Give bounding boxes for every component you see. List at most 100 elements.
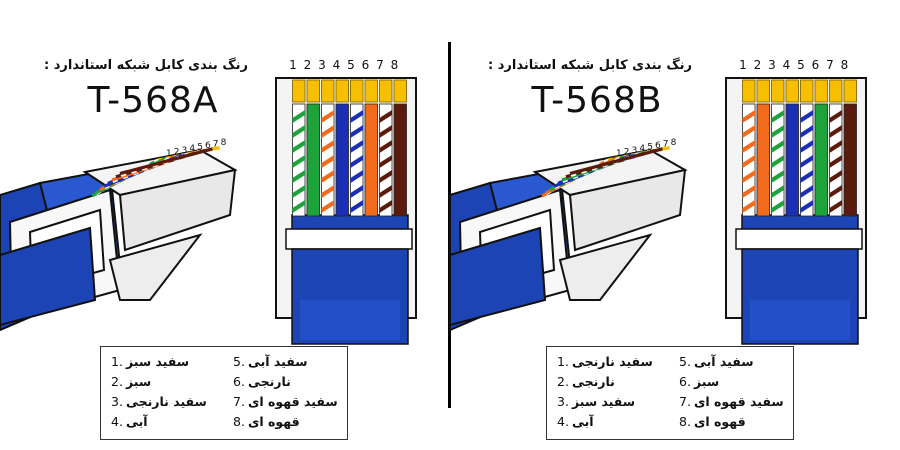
legend-label: سفید قهوه ای (693, 394, 784, 409)
gold-contact (306, 79, 320, 103)
legend-number: 3. (111, 394, 123, 409)
legend-item-4: 4.آبی (557, 413, 675, 431)
legend-label: سفید قهوه ای (247, 394, 338, 409)
wire-stripe (742, 200, 755, 213)
wire-blue (785, 103, 799, 217)
legend-item-2: 2.نارنجی (557, 373, 675, 391)
pin-number: 5 (647, 143, 653, 153)
wire-stripe (292, 200, 305, 213)
wire-stripe (350, 200, 363, 213)
gold-contact (662, 146, 670, 151)
legend-number: 1. (557, 354, 569, 369)
legend-label: قهوه ای (693, 414, 746, 429)
wire-brown (393, 103, 407, 217)
legend-number: 7. (679, 394, 691, 409)
wire-stripe (379, 140, 392, 153)
wire-stripe (742, 125, 755, 138)
gold-contact (364, 79, 378, 103)
pin-number: 7 (826, 58, 834, 72)
wire-stripe (771, 125, 784, 138)
legend-number: 6. (233, 374, 245, 389)
pin-number: 6 (655, 141, 661, 151)
legend-item-3: 3.سفید سبز (557, 393, 675, 411)
wire-stripe (829, 140, 842, 153)
wire-stripe (292, 110, 305, 123)
legend-label: سفید نارنجی (125, 394, 207, 409)
wire-stripe (321, 185, 334, 198)
pin-number: 5 (797, 58, 805, 72)
color-legend: 1.سفید نارنجی 2.نارنجی 3.سفید سبز 4.آبی … (546, 346, 794, 440)
legend-label: سبز (693, 374, 720, 389)
gold-contact (800, 79, 814, 103)
wire-brown (119, 147, 214, 176)
wire-stripe (292, 185, 305, 198)
wire-orange (756, 103, 770, 217)
legend-label: آبی (125, 414, 148, 429)
front-plug (275, 77, 417, 345)
pin-number: 5 (347, 58, 355, 72)
wire-stripe (829, 185, 842, 198)
gold-contact (212, 146, 220, 151)
wire-stripe (742, 110, 755, 123)
pin-number: 8 (840, 58, 849, 72)
wire-stripe (829, 125, 842, 138)
legend-number: 7. (233, 394, 245, 409)
wire-stripe (350, 140, 363, 153)
legend-number: 3. (557, 394, 569, 409)
legend-label: سفید سبز (125, 354, 190, 369)
legend-item-7: 7.سفید قهوه ای (679, 393, 797, 411)
legend-item-1: 1.سفید سبز (111, 353, 229, 371)
wire-stripe (321, 140, 334, 153)
wire-stripe (379, 125, 392, 138)
wire-stripe (771, 155, 784, 168)
legend-label: سفید نارنجی (571, 354, 653, 369)
standard-title: T-568B (531, 80, 663, 121)
wire-stripe (379, 155, 392, 168)
wire-stripe (350, 110, 363, 123)
pin-number: 2 (303, 58, 312, 72)
pin-number: 1 (166, 149, 172, 159)
gold-contact (742, 79, 756, 103)
wire-stripe (771, 200, 784, 213)
gold-contact (292, 79, 306, 103)
wire-green (306, 103, 320, 217)
legend-label: قهوه ای (247, 414, 300, 429)
legend-item-1: 1.سفید نارنجی (557, 353, 675, 371)
wire-stripe (292, 125, 305, 138)
wire-orange (364, 103, 378, 217)
wire-stripe (350, 170, 363, 183)
legend-item-2: 2.سبز (111, 373, 229, 391)
pin-number: 3 (632, 146, 638, 156)
legend-number: 2. (557, 374, 569, 389)
wire-brown (843, 103, 857, 217)
wire-stripe (829, 155, 842, 168)
wire-blue (335, 103, 349, 217)
wire-stripe (829, 200, 842, 213)
wire-stripe (350, 185, 363, 198)
gold-contact (321, 79, 335, 103)
gold-contact (379, 79, 393, 103)
legend-number: 6. (679, 374, 691, 389)
pin-number: 4 (332, 58, 341, 72)
legend-item-5: 5.سفید آبی (233, 353, 351, 371)
wire-stripe (742, 155, 755, 168)
wire-green (814, 103, 828, 217)
pin-number: 1 (739, 58, 747, 72)
gold-contact (785, 79, 799, 103)
legend-item-8: 8.قهوه ای (679, 413, 797, 431)
gold-contact (843, 79, 857, 103)
wire-stripe (379, 185, 392, 198)
wire-stripe (350, 155, 363, 168)
legend-number: 2. (111, 374, 123, 389)
pin-number: 8 (671, 138, 677, 148)
pin-number: 6 (205, 141, 211, 151)
pin-number: 7 (663, 139, 669, 149)
wire-stripe (321, 200, 334, 213)
wire-stripe (771, 110, 784, 123)
legend-label: سفید آبی (247, 354, 308, 369)
legend-number: 8. (679, 414, 691, 429)
